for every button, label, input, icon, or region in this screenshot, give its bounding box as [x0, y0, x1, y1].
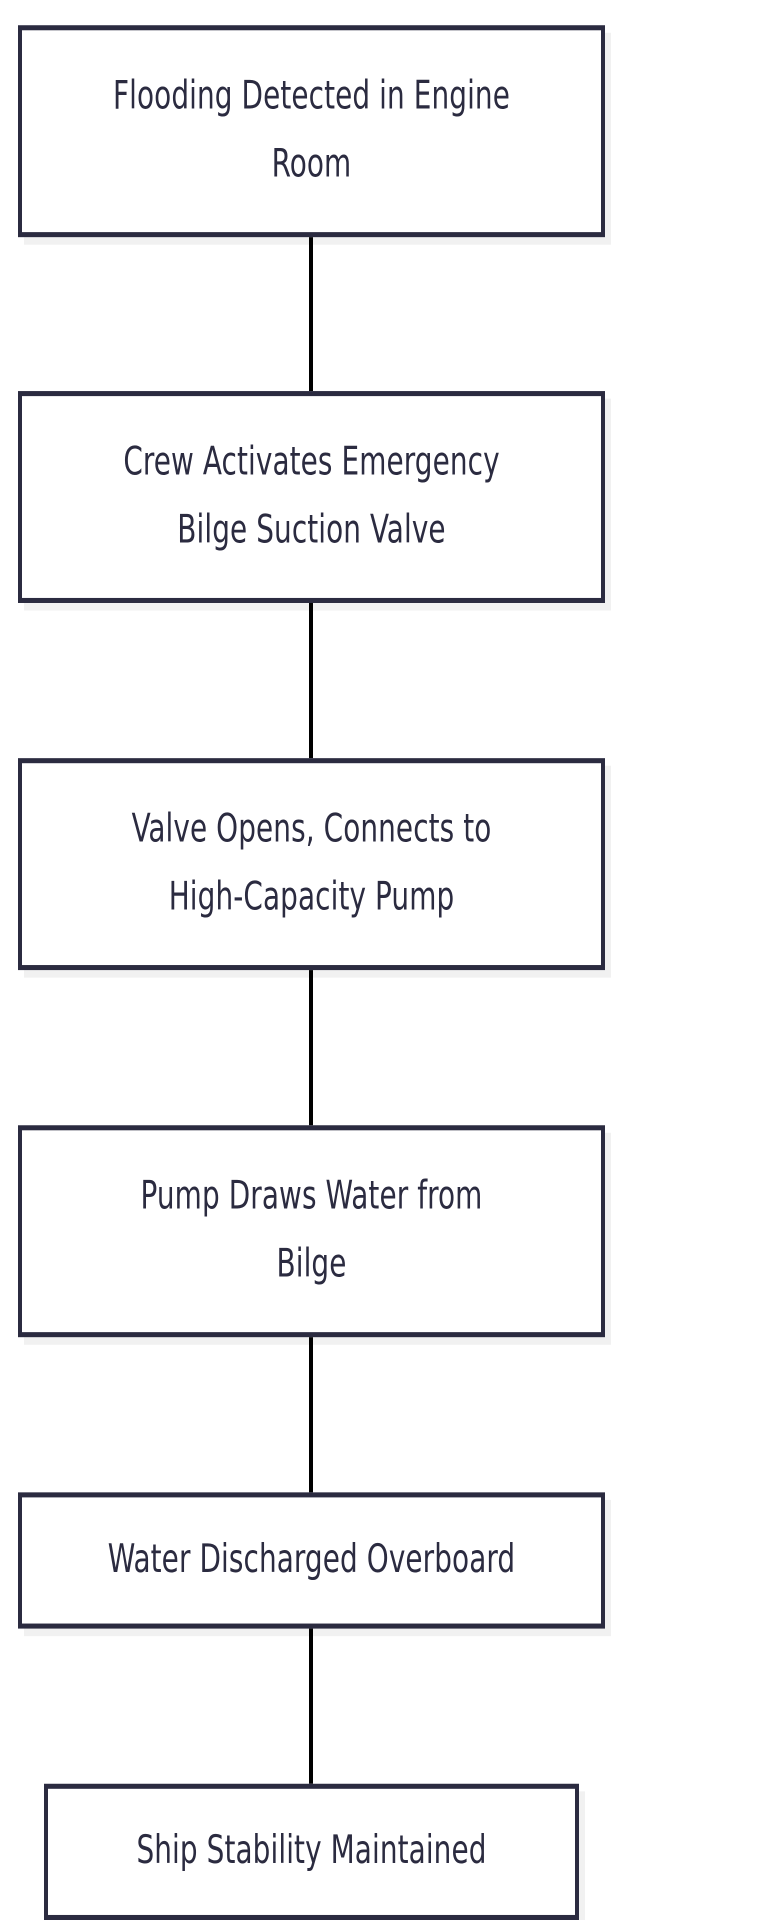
node-label: Valve Opens, Connects to High-Capacity P… [131, 806, 492, 920]
flowchart-node-ship-stability[interactable]: Ship Stability Maintained [44, 1783, 579, 1920]
node-label: Ship Stability Maintained [136, 1828, 487, 1874]
flowchart-node-pump-draws-water[interactable]: Pump Draws Water from Bilge [18, 1125, 605, 1338]
edge-line [309, 970, 313, 1162]
edge-line [309, 1337, 313, 1529]
edge-line [309, 1628, 313, 1821]
edge-line [309, 237, 313, 427]
flowchart-node-water-discharged[interactable]: Water Discharged Overboard [18, 1492, 605, 1629]
edge-line [309, 602, 313, 795]
node-label: Water Discharged Overboard [107, 1536, 516, 1583]
node-label: Crew Activates Emergency Bilge Suction V… [123, 439, 500, 553]
flowchart-node-flooding-detected[interactable]: Flooding Detected in Engine Room [18, 25, 605, 238]
node-label: Pump Draws Water from Bilge [140, 1173, 483, 1287]
flowchart-node-crew-activates-valve[interactable]: Crew Activates Emergency Bilge Suction V… [18, 391, 605, 603]
flowchart-node-valve-opens[interactable]: Valve Opens, Connects to High-Capacity P… [18, 758, 605, 971]
node-label: Flooding Detected in Engine Room [113, 73, 510, 187]
